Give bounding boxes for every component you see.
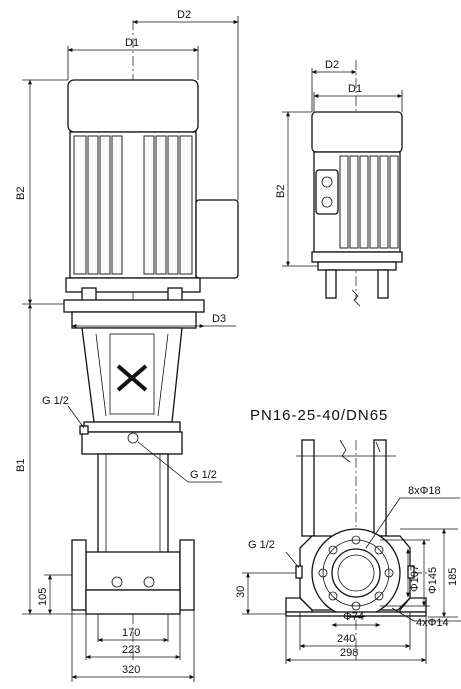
holes-8-label: 8xΦ18 [408, 485, 441, 497]
motor-cooling-fins [73, 135, 193, 275]
dim-298-label: 298 [340, 647, 358, 659]
mounting-flange-plate [63, 299, 205, 313]
flange-plug-left [295, 565, 303, 579]
vent-plug-icon [79, 425, 89, 435]
b1-main-label: B1 [15, 459, 27, 472]
flange-spec-title: PN16-25-40/DN65 [250, 407, 388, 424]
b2-side-label: B2 [275, 185, 287, 198]
dim-30-label: 30 [235, 586, 247, 598]
side-view: D2 D1 B2 [275, 59, 403, 307]
inlet-flange [71, 539, 87, 611]
dim-185-label: 185 [447, 568, 459, 586]
dia-74-label: Φ74 [343, 611, 364, 623]
grundfos-logo-icon [116, 364, 148, 392]
motor-base-ring [65, 277, 201, 293]
dim-320-label: 320 [122, 664, 140, 676]
base-plate [85, 589, 181, 615]
g12-flange-label: G 1/2 [248, 539, 275, 551]
side-motor-cap [311, 111, 403, 153]
outlet-flange [179, 539, 195, 611]
dim-170-label: 170 [122, 627, 140, 639]
d3-main-label: D3 [212, 313, 226, 325]
side-fins [339, 155, 399, 249]
g12-vent-label: G 1/2 [42, 395, 69, 407]
b2-main-label: B2 [15, 187, 27, 200]
flange-view: 8xΦ18 G 1/2 Φ107 Φ145 185 30 Φ74 4xΦ14 2… [235, 439, 461, 664]
holes-4-label: 4xΦ14 [416, 617, 449, 629]
dia-107-label: Φ107 [409, 565, 421, 592]
main-view: D2 D1 B2 B1 105 D3 G 1/2 G 1/2 [15, 9, 239, 682]
base-chamber [85, 551, 181, 591]
dim-223-label: 223 [122, 644, 140, 656]
flange-bore [331, 548, 381, 598]
d1-main-label: D1 [125, 37, 139, 49]
coupling-adapter [71, 311, 197, 329]
side-terminal-box [315, 169, 339, 215]
terminal-box [195, 199, 239, 279]
g12-drain-label: G 1/2 [190, 469, 217, 481]
d2-main-label: D2 [177, 9, 191, 21]
d2-side-label: D2 [325, 59, 339, 71]
d1-side-label: D1 [348, 83, 362, 95]
side-flange [317, 261, 397, 271]
bolt-circle [322, 539, 390, 607]
dim-240-label: 240 [337, 633, 355, 645]
drain-plug-icon [127, 432, 139, 444]
dia-145-label: Φ145 [427, 567, 439, 594]
dim-105-label: 105 [37, 588, 49, 606]
side-base-ring [311, 251, 403, 263]
pump-head [83, 421, 181, 433]
motor-top-cap [67, 79, 199, 133]
flange-bolt-holes [318, 535, 394, 611]
